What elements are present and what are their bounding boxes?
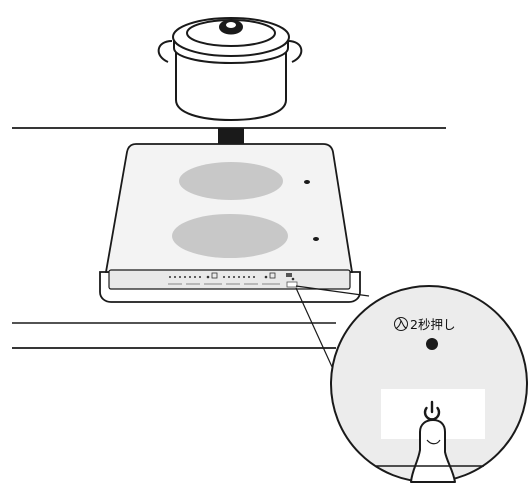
power-button-location xyxy=(286,281,298,288)
burner-front xyxy=(172,214,288,258)
press-duration-label: 2秒押し xyxy=(410,317,455,332)
burner-back xyxy=(179,162,283,200)
callout-line-2 xyxy=(295,287,339,381)
magnifier-callout: 入 2秒押し xyxy=(330,285,528,483)
pot-icon xyxy=(157,17,303,121)
control-labels-row xyxy=(168,283,280,285)
control-panel xyxy=(108,269,351,290)
control-dots-left xyxy=(169,272,218,279)
control-dots-right xyxy=(223,272,295,281)
instruction-label: 入 2秒押し xyxy=(394,316,455,332)
indicator-dot xyxy=(426,338,438,350)
induction-cooktop-icon xyxy=(99,143,361,303)
callout-line-1 xyxy=(295,285,370,297)
circled-char: 入 xyxy=(395,316,408,331)
